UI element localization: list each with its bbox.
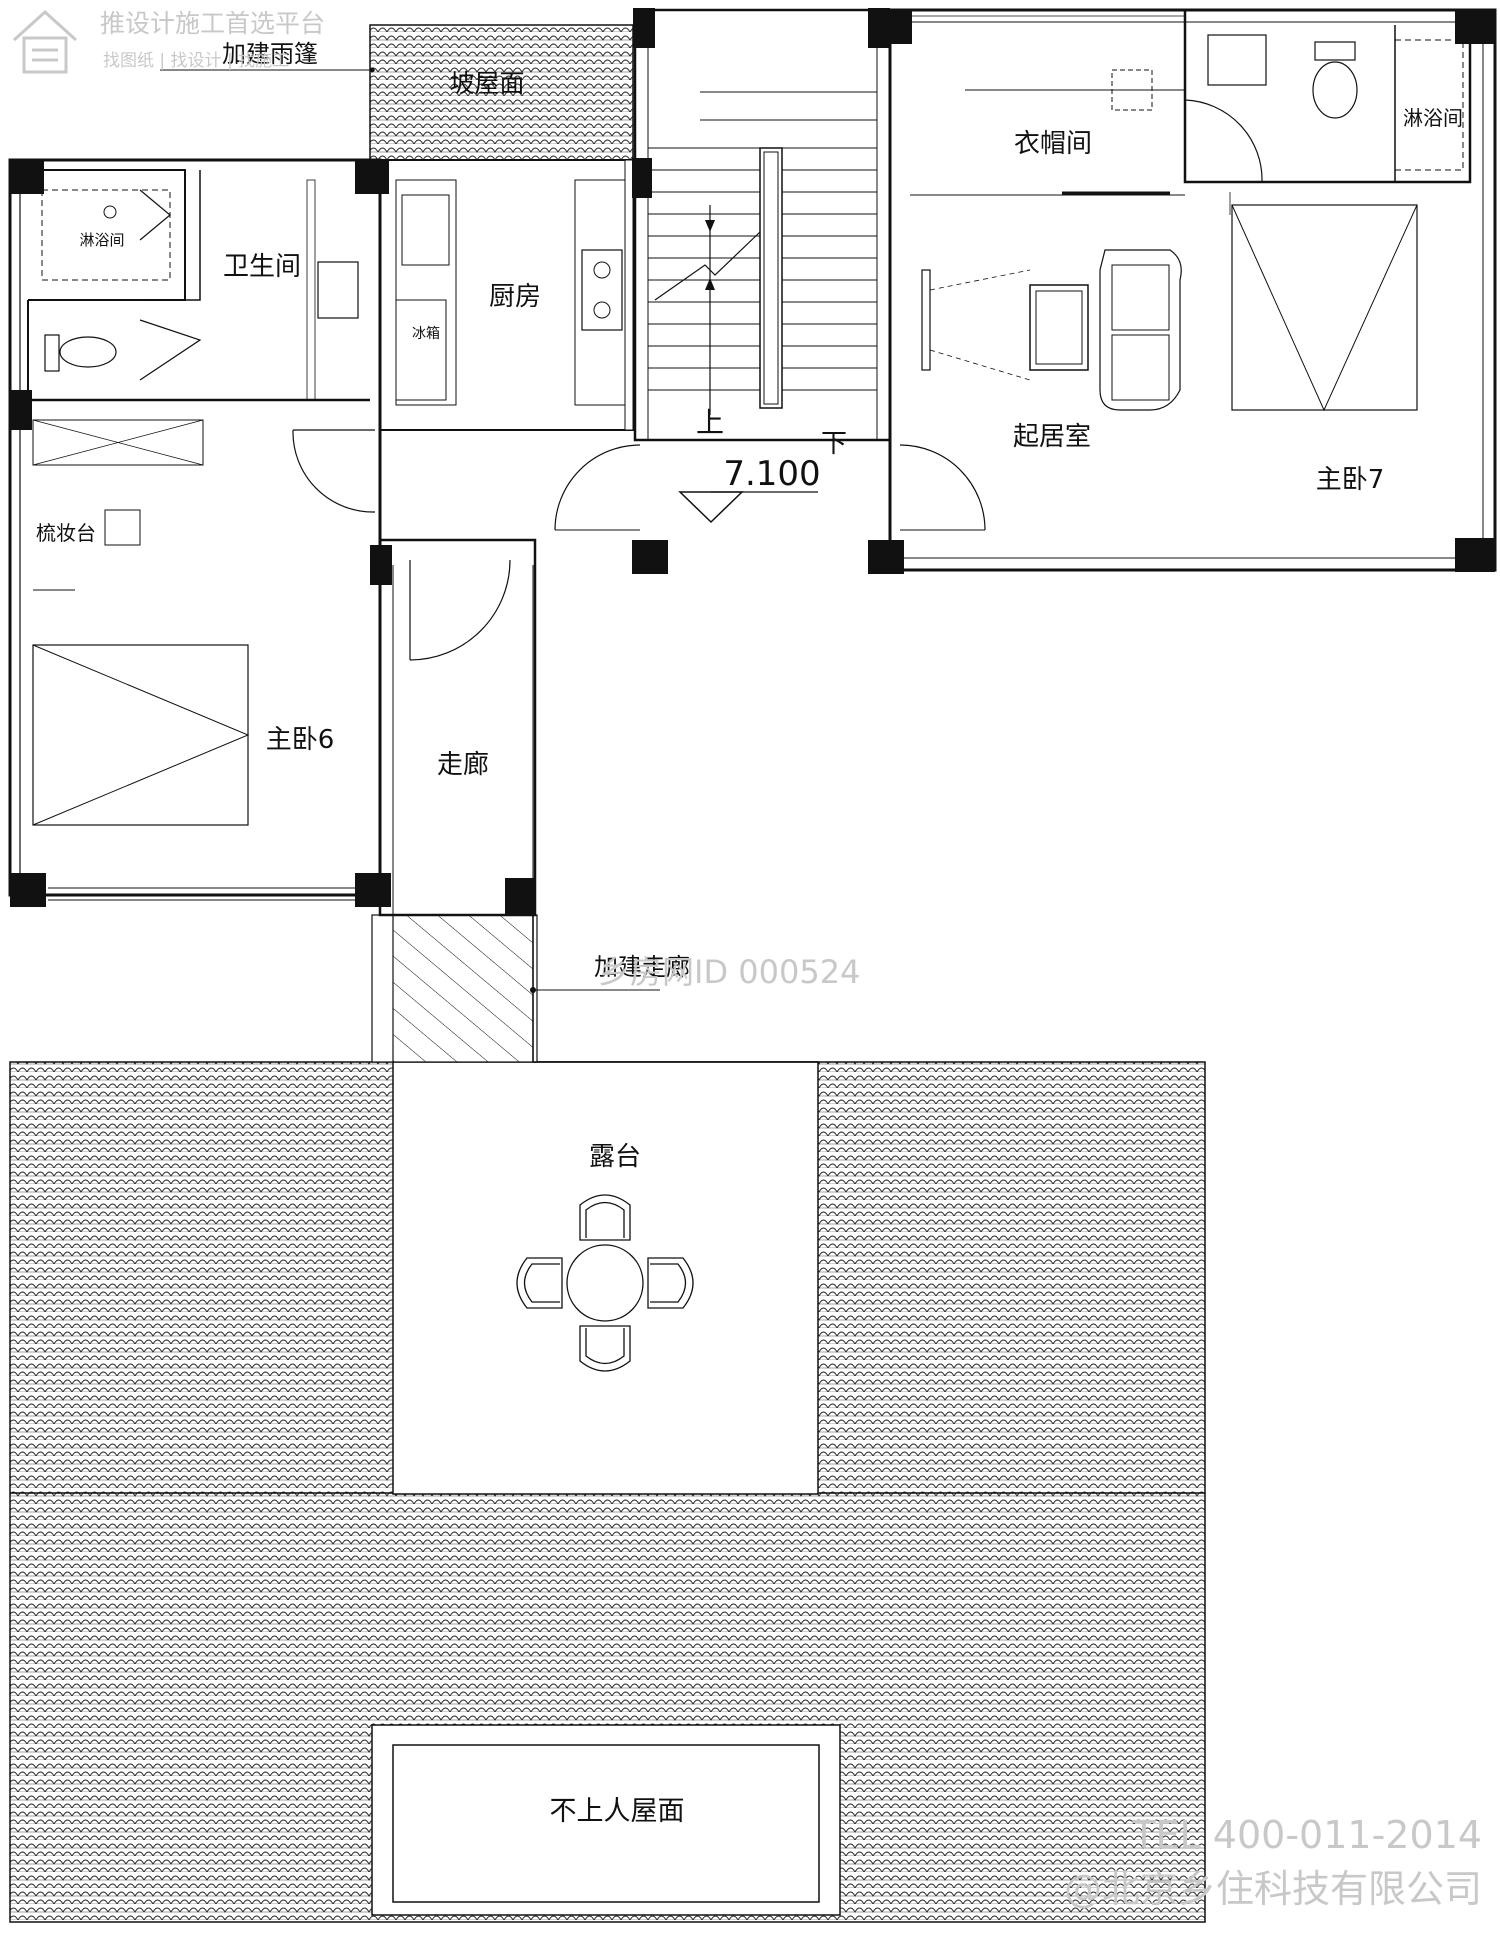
label-fridge: 冰箱 [412, 326, 440, 342]
label-wardrobe: 衣帽间 [1014, 129, 1092, 159]
label-roof: 不上人屋面 [550, 1796, 685, 1827]
chair-right [647, 1257, 694, 1309]
watermark-top-sub: 找图纸 | 找设计 | 找施工 [103, 51, 289, 71]
label-terrace: 露台 [589, 1142, 641, 1172]
house-logo-icon [12, 9, 78, 74]
stair-down-label: 下 [821, 429, 847, 459]
lower-roof [9, 1061, 1206, 1923]
stair-treads [648, 91, 877, 391]
corridor-block [378, 538, 537, 917]
flat-roof-area [371, 1724, 841, 1916]
room-labels: 淋浴间 卫生间 厨房 冰箱 坡屋面 加建雨篷 梳妆台 主卧6 走廊 加建走廊 衣… [36, 40, 1463, 1827]
label-slope-roof: 坡屋面 [449, 69, 524, 98]
elevation-label: 7.100 [723, 454, 820, 494]
left-block [8, 158, 392, 907]
stair-up-label: 上 [696, 406, 724, 439]
right-block [633, 8, 1497, 572]
terrace-table-set [516, 1194, 694, 1372]
label-corridor: 走廊 [437, 750, 489, 780]
kitchen-block [379, 159, 634, 431]
added-corridor-area [371, 914, 818, 1063]
label-shower-left: 淋浴间 [79, 231, 124, 249]
watermark-id: 乡房网ID 000524 [598, 953, 860, 991]
watermark-tel: TEL 400-011-2014 [1131, 1813, 1482, 1857]
label-living: 起居室 [1013, 422, 1091, 452]
chair-left [516, 1257, 563, 1309]
label-bathroom: 卫生间 [223, 252, 301, 282]
stair-block [554, 8, 986, 574]
watermark-top-title: 推设计施工首选平台 [100, 9, 325, 38]
watermark-company: @北京乡住科技有限公司 [1064, 1867, 1482, 1911]
label-vanity: 梳妆台 [36, 521, 96, 545]
slope-roof-area [369, 24, 634, 161]
round-table [566, 1244, 644, 1322]
chair-top [579, 1194, 631, 1241]
label-added-corridor: 加建走廊 [594, 953, 690, 981]
watermarks: 推设计施工首选平台 找图纸 | 找设计 | 找施工 乡房网ID 000524 T… [12, 9, 1482, 1911]
label-master6: 主卧6 [266, 725, 335, 755]
stair-labels: 上 下 7.100 [696, 406, 847, 494]
label-kitchen: 厨房 [489, 282, 541, 312]
label-shower-right: 淋浴间 [1403, 106, 1463, 130]
chair-bottom [579, 1325, 631, 1372]
label-canopy: 加建雨篷 [222, 40, 318, 68]
label-master7: 主卧7 [1316, 465, 1385, 495]
